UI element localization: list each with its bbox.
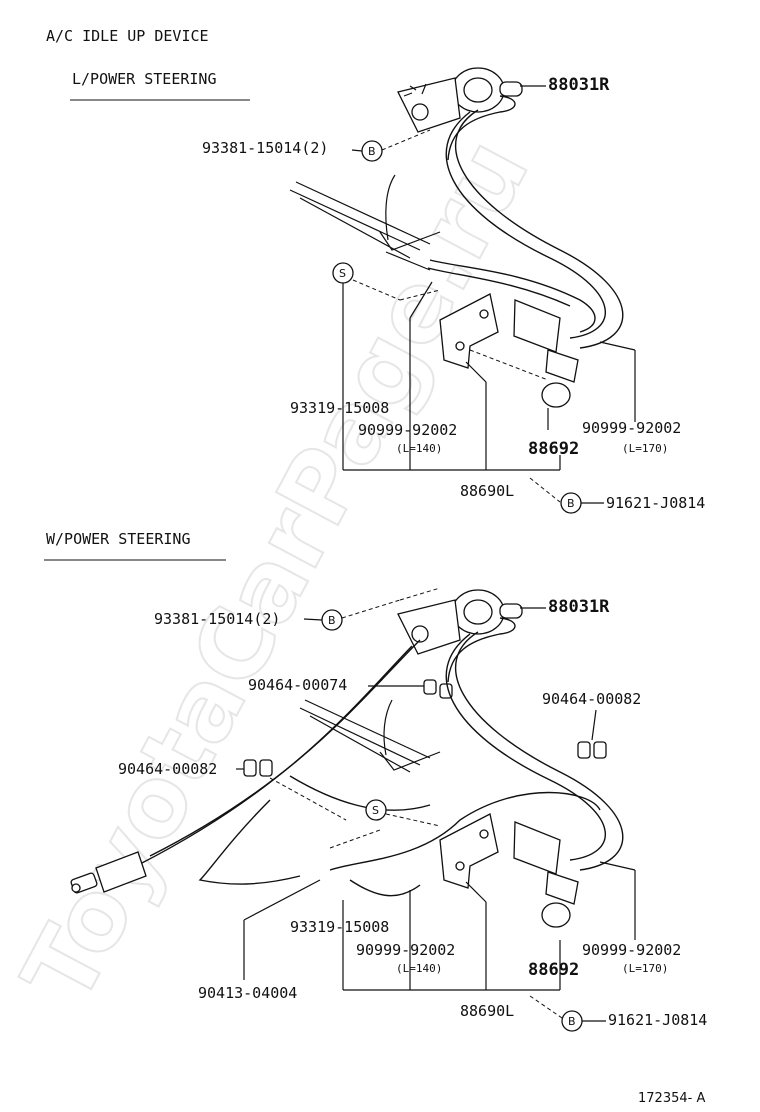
- label-88031r: 88031R: [548, 75, 610, 95]
- label-hose-right-length: (L=170): [622, 962, 668, 975]
- label-93319: 93319-15008: [290, 399, 389, 417]
- frame-lines: [299, 699, 441, 773]
- label-bolt-93381: 93381-15014(2): [154, 610, 280, 628]
- callout-b2-text: B: [567, 497, 575, 510]
- vsv-88692[interactable]: [513, 821, 579, 928]
- label-91621: 91621-J0814: [608, 1011, 707, 1029]
- label-88031r: 88031R: [548, 597, 610, 617]
- label-clip-82-left: 90464-00082: [118, 760, 217, 778]
- clip-90464-00074[interactable]: [423, 679, 453, 699]
- clip-90464-00082-left[interactable]: [243, 759, 273, 777]
- vacuum-hoses: [139, 617, 624, 897]
- label-hose-left-length: (L=140): [396, 962, 442, 975]
- label-bolt-93381: 93381-15014(2): [202, 139, 328, 157]
- top-section: L/POWER STEERING 88031R 93381-15014(2) B: [70, 67, 705, 514]
- clip-90464-00082-right[interactable]: [577, 741, 607, 759]
- label-90413: 90413-04004: [198, 984, 297, 1002]
- label-hose-left: 90999-92002: [358, 421, 457, 439]
- vsv-88692[interactable]: [513, 299, 579, 408]
- frame-lines: [289, 174, 441, 271]
- label-hose-right-length: (L=170): [622, 442, 668, 455]
- leader-lines: [243, 777, 636, 1019]
- pressure-switch[interactable]: [70, 851, 147, 894]
- callout-b2-text: B: [568, 1015, 576, 1028]
- label-hose-left-length: (L=140): [396, 442, 442, 455]
- callout-s-text: S: [372, 804, 379, 817]
- leader-lines: [342, 281, 636, 503]
- label-93319: 93319-15008: [290, 918, 389, 936]
- section-label-w-power-steering: W/POWER STEERING: [46, 530, 191, 548]
- label-hose-right: 90999-92002: [582, 419, 681, 437]
- callout-s-circle: [365, 799, 387, 821]
- actuator-88031r[interactable]: [397, 67, 523, 133]
- diagram-title: A/C IDLE UP DEVICE: [46, 27, 209, 45]
- label-91621: 91621-J0814: [606, 494, 705, 512]
- callout-b-text: B: [368, 145, 376, 158]
- figure-ref-code: 172354- A: [638, 1091, 705, 1106]
- label-hose-left: 90999-92002: [356, 941, 455, 959]
- bottom-section: W/POWER STEERING 88031R 93381-15014(2) B: [44, 530, 707, 1032]
- callout-s-text: S: [339, 267, 346, 280]
- bracket-88690l[interactable]: [439, 293, 499, 369]
- label-88692: 88692: [528, 439, 579, 459]
- label-hose-right: 90999-92002: [582, 941, 681, 959]
- vacuum-hoses: [427, 95, 624, 349]
- label-clip-74: 90464-00074: [248, 676, 347, 694]
- label-88692: 88692: [528, 960, 579, 980]
- label-88690l: 88690L: [460, 1002, 514, 1020]
- section-label-l-power-steering: L/POWER STEERING: [72, 70, 217, 88]
- label-clip-82-right: 90464-00082: [542, 690, 641, 708]
- callout-b-text: B: [328, 614, 336, 627]
- label-88690l: 88690L: [460, 482, 514, 500]
- actuator-88031r[interactable]: [397, 589, 523, 655]
- bracket-88690l[interactable]: [439, 813, 499, 889]
